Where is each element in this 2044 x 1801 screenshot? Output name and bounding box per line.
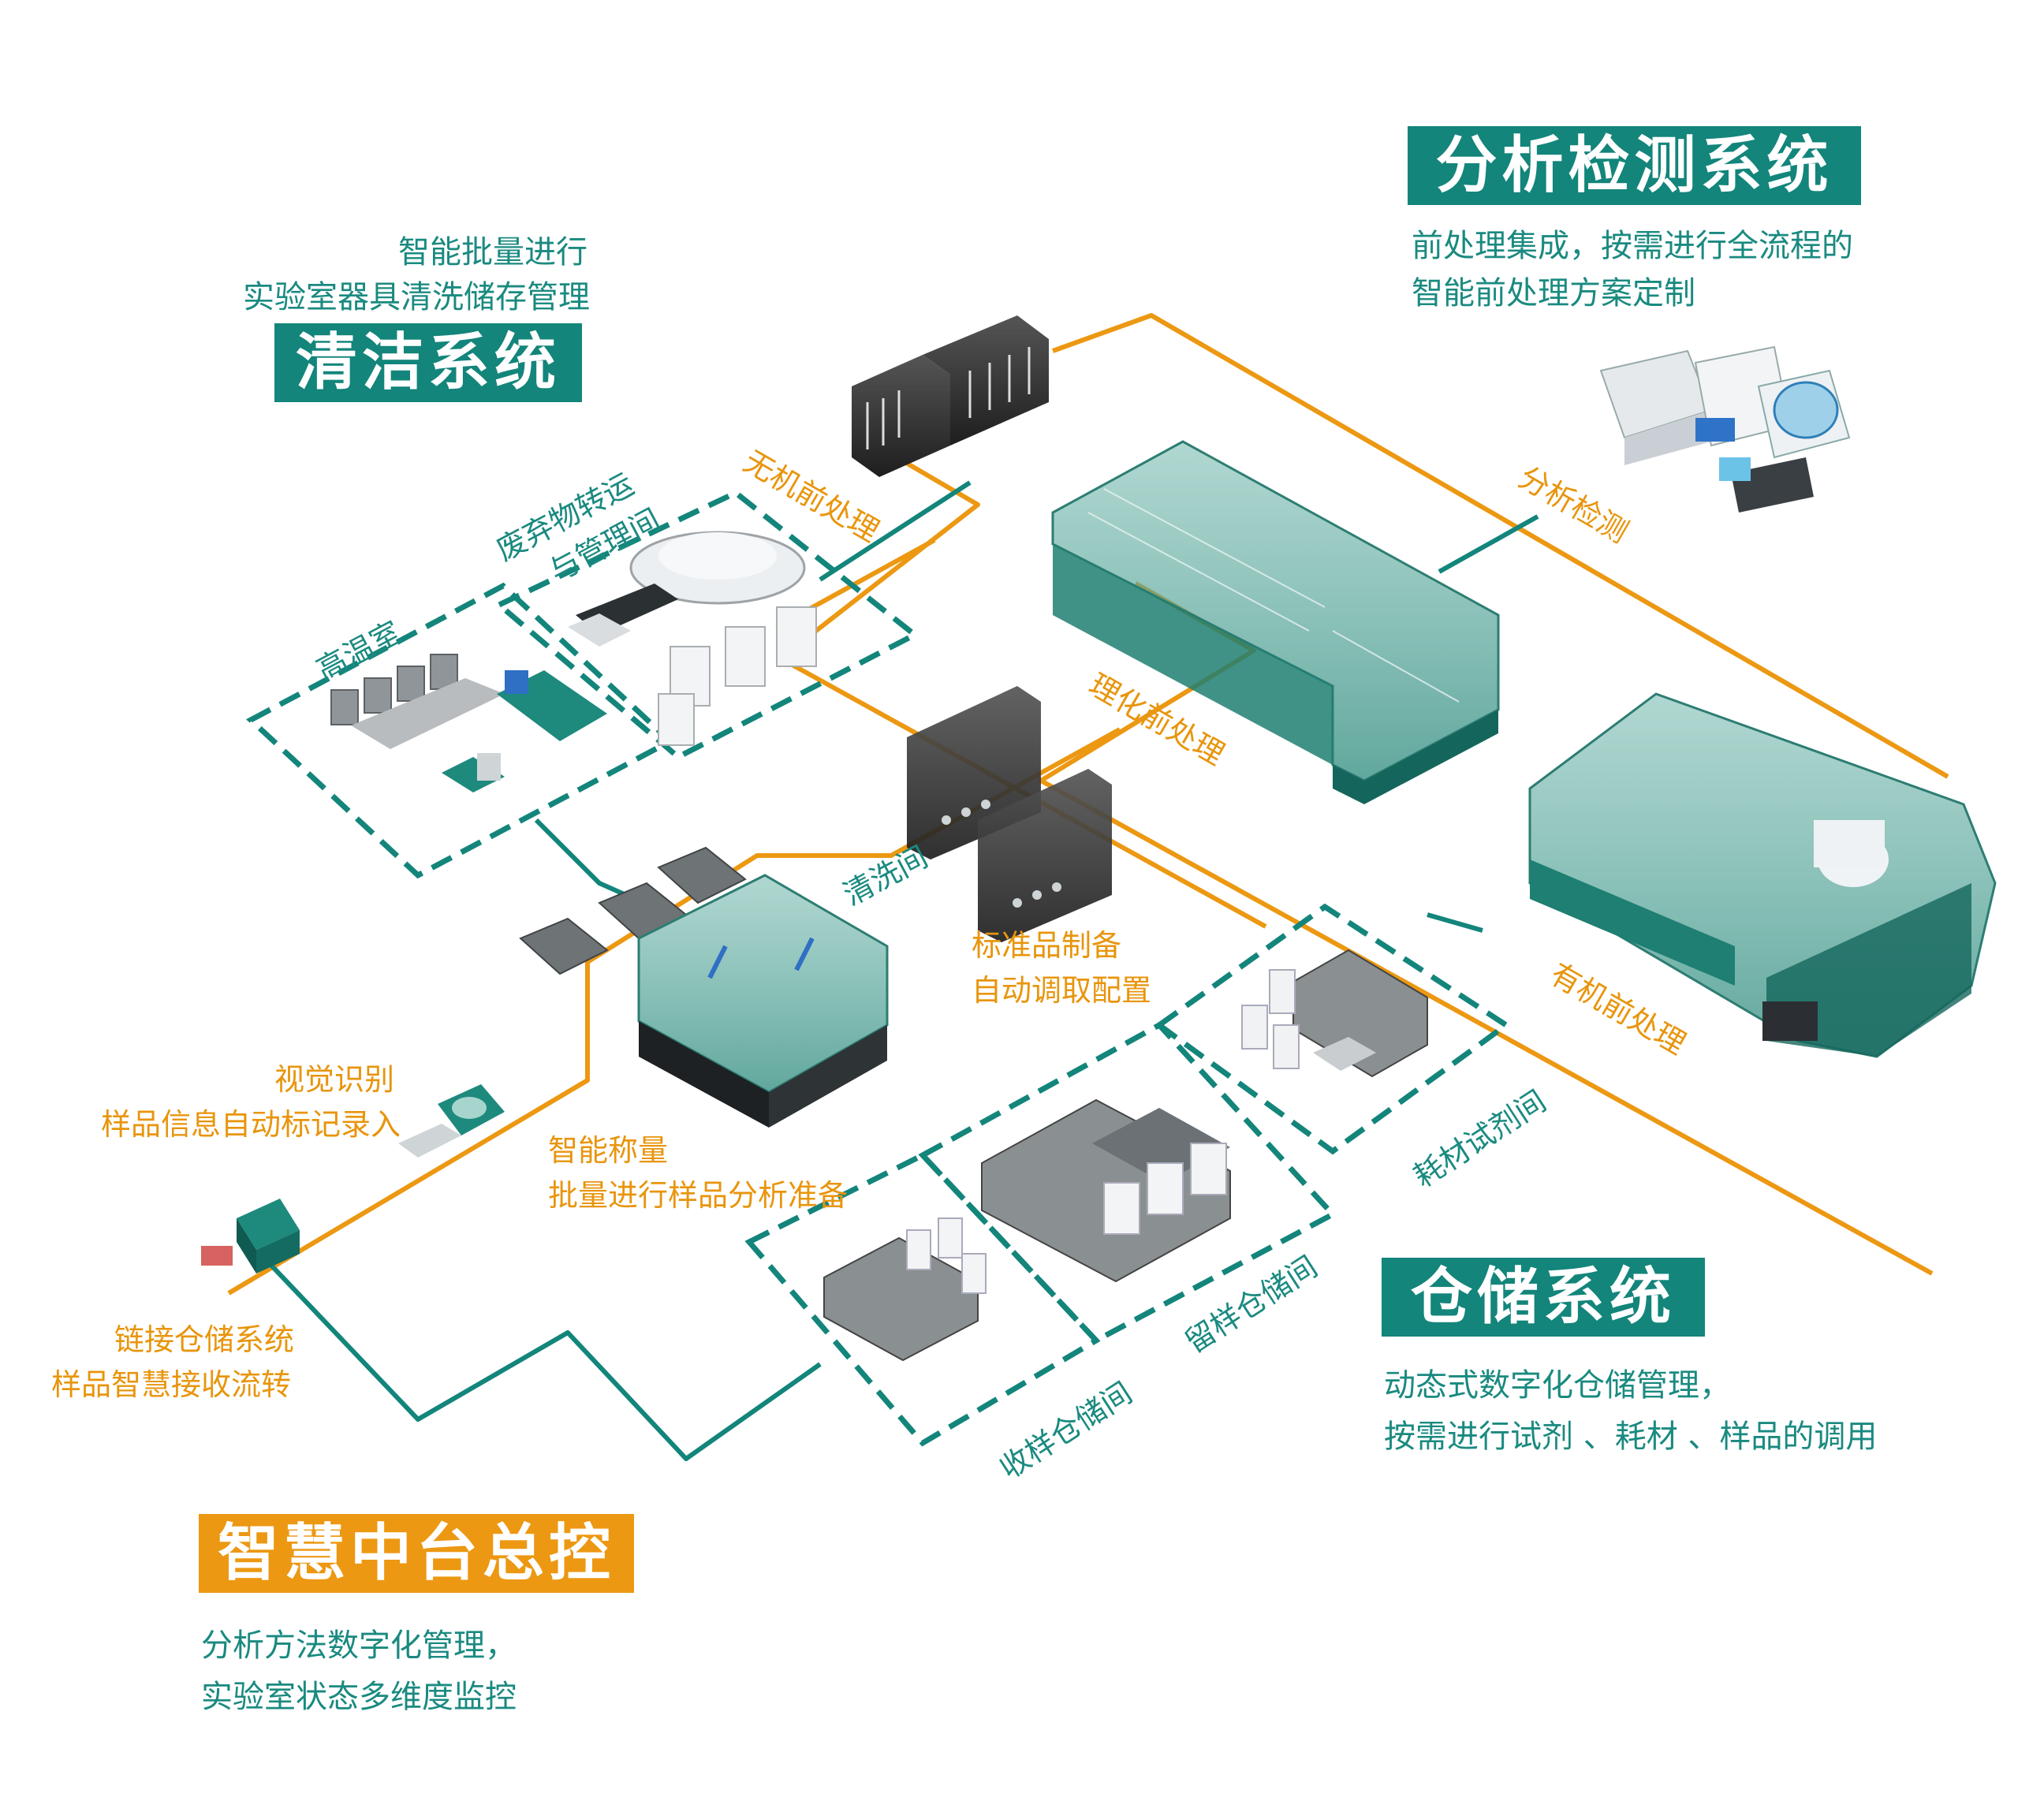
high-temp-room-equipment bbox=[330, 654, 607, 792]
standard-prep-label-1: 标准品制备 bbox=[972, 928, 1122, 963]
analysis-system-desc-1: 前处理集成，按需进行全流程的 bbox=[1412, 228, 1853, 264]
sample-receiving-device bbox=[201, 1199, 300, 1273]
link-storage-label-1: 链接仓储系统 bbox=[114, 1322, 295, 1357]
vision-label-1: 视觉识别 bbox=[274, 1062, 395, 1097]
vision-label-2: 样品信息自动标记录入 bbox=[101, 1107, 401, 1142]
storage-system-title: 仓储系统 bbox=[1382, 1258, 1705, 1337]
consumables-room-equipment bbox=[1241, 949, 1428, 1078]
analysis-system-desc-2: 智能前处理方案定制 bbox=[1412, 275, 1695, 311]
cleaning-system-desc-1: 智能批量进行 bbox=[398, 234, 587, 270]
teal-connection-lines bbox=[258, 480, 1539, 1461]
organic-pretreatment-enclosure bbox=[1528, 692, 1997, 1058]
receive-room-equipment bbox=[823, 1217, 987, 1362]
storage-system-desc-1: 动态式数字化仓储管理， bbox=[1384, 1367, 1731, 1404]
control-system-desc-1: 分析方法数字化管理， bbox=[201, 1628, 517, 1664]
cleaning-system-title: 清洁系统 bbox=[274, 323, 582, 402]
vision-recognition-device bbox=[398, 1084, 505, 1158]
standard-prep-label-2: 自动调取配置 bbox=[972, 973, 1152, 1008]
link-storage-label-2: 样品智慧接收流转 bbox=[51, 1367, 292, 1402]
cleaning-system-desc-2: 实验室器具清洗储存管理 bbox=[243, 279, 590, 315]
physchem-pretreatment-enclosure bbox=[1051, 440, 1500, 804]
weighing-workstation bbox=[519, 846, 889, 1128]
control-system-desc-2: 实验室状态多维度监控 bbox=[201, 1679, 517, 1715]
washing-room-cabinets bbox=[907, 686, 1112, 942]
control-system-title: 智慧中台总控 bbox=[199, 1514, 634, 1593]
inorganic-pretreatment-cabinets bbox=[852, 315, 1049, 477]
weighing-label-2: 批量进行样品分析准备 bbox=[548, 1178, 849, 1213]
storage-system-desc-2: 按需进行试剂 、耗材 、样品的调用 bbox=[1384, 1419, 1878, 1455]
retain-room-equipment bbox=[981, 1098, 1231, 1283]
waste-transfer-equipment bbox=[568, 531, 817, 746]
analysis-instruments bbox=[1599, 345, 1851, 513]
weighing-label-1: 智能称量 bbox=[548, 1133, 669, 1168]
analysis-system-title: 分析检测系统 bbox=[1408, 126, 1861, 205]
